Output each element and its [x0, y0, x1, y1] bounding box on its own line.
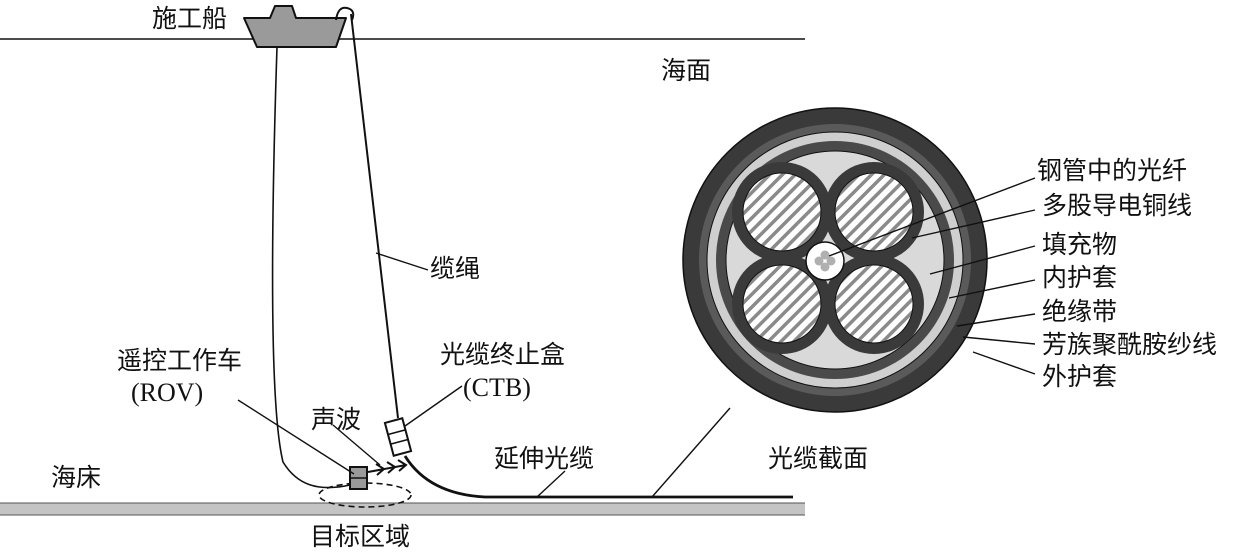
outer-sheath-label: 外护套	[1042, 362, 1118, 391]
rov-leader-line	[237, 399, 355, 475]
sound-wave-leader-line	[332, 424, 381, 466]
cable-section-label: 光缆截面	[768, 444, 869, 473]
rov-icon	[349, 466, 368, 490]
steel-tube-fiber	[805, 241, 845, 281]
section-leader-line	[651, 407, 731, 498]
stranded-copper-label: 多股导电铜线	[1042, 191, 1193, 220]
ctb-abbrev-label: (CTB)	[463, 373, 531, 402]
sound-wave-label: 声波	[311, 405, 362, 434]
rope-line	[350, 13, 399, 419]
rov-label: 遥控工作车	[117, 346, 243, 375]
extended-cable-label: 延伸光缆	[494, 444, 595, 473]
copper-conductor	[732, 162, 832, 262]
extended-cable-leader-line	[536, 470, 566, 498]
seabed-label: 海床	[51, 463, 102, 492]
inner-sheath-label: 内护套	[1042, 263, 1118, 292]
sound-wave-arrows-icon	[367, 459, 408, 476]
aramid-yarn-label: 芳族聚酰胺纱线	[1042, 330, 1218, 359]
target-area-ellipse	[318, 482, 412, 508]
cross-section-leaders	[828, 177, 1036, 375]
construction-ship-icon	[243, 5, 355, 48]
filler-label: 填充物	[1042, 230, 1118, 259]
ctb-box-icon	[383, 417, 413, 457]
ctb-label: 光缆终止盒	[440, 340, 566, 369]
cable-cross-section	[682, 107, 988, 413]
target-area-label: 目标区域	[310, 522, 411, 551]
extended-cable-line	[403, 455, 793, 499]
copper-conductor	[824, 162, 924, 262]
rope-label: 缆绳	[430, 254, 481, 283]
copper-conductor	[732, 254, 832, 354]
copper-conductor	[824, 254, 924, 354]
rov-tether-line	[271, 46, 351, 489]
rov-abbrev-label: (ROV)	[131, 378, 204, 407]
sea-surface-label: 海面	[661, 56, 712, 85]
insulation-tape-label: 绝缘带	[1042, 297, 1118, 326]
ctb-leader-line	[404, 385, 463, 427]
rope-leader-line	[375, 252, 429, 271]
fiber-in-steel-tube-label: 钢管中的光纤	[1037, 156, 1188, 185]
seabed-band	[0, 503, 805, 515]
ship-label: 施工船	[152, 4, 228, 33]
